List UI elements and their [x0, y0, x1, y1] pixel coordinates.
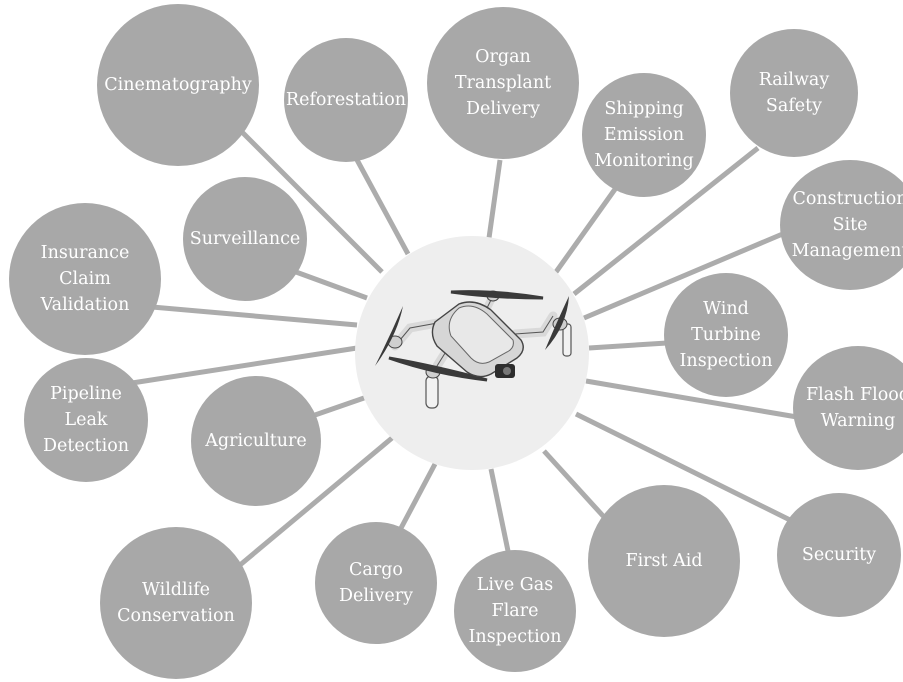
drone-hub-circle: [355, 236, 589, 470]
node-cargo-delivery: Cargo Delivery: [315, 522, 437, 644]
connector-flash-flood-warning: [585, 378, 798, 420]
connector-reforestation: [353, 156, 411, 256]
connector-agriculture: [314, 395, 365, 418]
node-reforestation: Reforestation: [284, 38, 408, 162]
connector-first-aid: [542, 449, 606, 519]
node-label-insurance-claim-validation: Insurance Claim Validation: [40, 243, 130, 315]
node-label-organ-transplant-delivery: Organ Transplant Delivery: [454, 47, 552, 119]
node-label-live-gas-flare-inspection: Live Gas Flare Inspection: [468, 575, 562, 647]
node-cinematography: Cinematography: [97, 4, 259, 166]
node-shipping-emission-monitoring: Shipping Emission Monitoring: [582, 73, 706, 197]
node-insurance-claim-validation: Insurance Claim Validation: [9, 203, 161, 355]
node-railway-safety: Railway Safety: [730, 29, 858, 157]
node-label-security: Security: [801, 545, 877, 565]
connector-security: [574, 411, 792, 523]
connector-surveillance: [295, 269, 368, 301]
node-label-flash-flood-warning: Flash Flood Warning: [805, 385, 903, 431]
connector-organ-transplant-delivery: [486, 159, 503, 239]
node-label-pipeline-leak-detection: Pipeline Leak Detection: [42, 384, 129, 456]
node-surveillance: Surveillance: [183, 177, 307, 301]
connector-railway-safety: [572, 146, 760, 296]
node-label-reforestation: Reforestation: [285, 90, 407, 110]
node-label-surveillance: Surveillance: [189, 229, 301, 249]
connector-cinematography: [233, 123, 384, 274]
connector-construction-site-management: [583, 227, 793, 321]
node-label-first-aid: First Aid: [625, 551, 703, 571]
node-security: Security: [777, 493, 901, 617]
connector-live-gas-flare-inspection: [488, 468, 511, 552]
node-label-wildlife-conservation: Wildlife Conservation: [117, 580, 235, 626]
connector-wildlife-conservation: [238, 436, 394, 567]
connector-shipping-emission-monitoring: [553, 183, 621, 274]
node-wildlife-conservation: Wildlife Conservation: [100, 527, 252, 679]
node-first-aid: First Aid: [588, 485, 740, 637]
node-label-shipping-emission-monitoring: Shipping Emission Monitoring: [594, 99, 694, 171]
node-pipeline-leak-detection: Pipeline Leak Detection: [24, 358, 148, 482]
node-label-agriculture: Agriculture: [205, 431, 307, 451]
connector-insurance-claim-validation: [151, 304, 358, 328]
node-organ-transplant-delivery: Organ Transplant Delivery: [427, 7, 579, 159]
node-wind-turbine-inspection: Wind Turbine Inspection: [664, 273, 788, 397]
node-label-wind-turbine-inspection: Wind Turbine Inspection: [679, 299, 773, 371]
node-live-gas-flare-inspection: Live Gas Flare Inspection: [454, 550, 576, 672]
connector-wind-turbine-inspection: [588, 340, 668, 351]
node-label-cargo-delivery: Cargo Delivery: [338, 560, 414, 606]
drone-icon: [375, 290, 572, 409]
node-agriculture: Agriculture: [191, 376, 321, 506]
connector-cargo-delivery: [397, 462, 438, 532]
node-label-cinematography: Cinematography: [104, 75, 252, 95]
connector-pipeline-leak-detection: [131, 345, 358, 386]
node-label-railway-safety: Railway Safety: [758, 70, 830, 116]
node-label-construction-site-management: Construction Site Management: [791, 189, 903, 261]
